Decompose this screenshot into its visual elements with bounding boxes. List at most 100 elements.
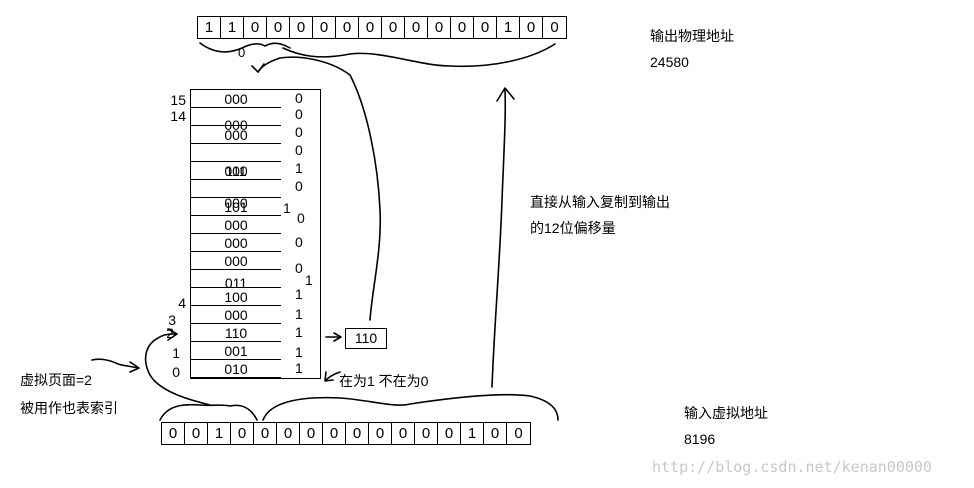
page-table-row — [191, 252, 281, 270]
page-table-row — [191, 360, 281, 378]
page-frame-number: 010 — [224, 361, 248, 377]
present-bit: 0 — [295, 90, 303, 106]
offset-copy-curve — [491, 89, 507, 388]
present-bit: 0 — [297, 210, 305, 226]
present-bit: 1 — [295, 324, 303, 340]
page-table-row — [191, 234, 281, 252]
present-bit: 1 — [295, 344, 303, 360]
present-bit: 0 — [295, 142, 303, 158]
page-table-row — [191, 198, 281, 216]
physical-address-label: 输出物理地址 — [650, 28, 734, 44]
page-label-arrow — [91, 358, 139, 369]
page-index-label: 4 — [178, 295, 186, 311]
phys-bit: 0 — [550, 19, 559, 36]
watermark: http://blog.csdn.net/kenan00000 — [652, 458, 932, 476]
virt-bit: 0 — [415, 423, 438, 444]
phys-bit: 0 — [451, 17, 474, 38]
virtual-address-value: 8196 — [684, 431, 716, 447]
phys-bit: 0 — [313, 17, 336, 38]
phys-bit: 0 — [290, 17, 313, 38]
physical-address-value: 24580 — [650, 54, 689, 70]
page-frame-number: 000 — [224, 217, 248, 233]
present-bit: 0 — [295, 124, 303, 140]
page-frame-number: 101 — [224, 199, 248, 215]
present-bit: 0 — [295, 234, 303, 250]
offset-copy-arrowhead — [496, 87, 515, 102]
page-index-label: 0 — [172, 364, 180, 380]
page-frame-number: 000 — [224, 163, 248, 179]
phys-bit: 0 — [520, 17, 543, 38]
present-bit-note: 在为1 不在为0 — [339, 373, 429, 389]
page-frame-number: 100 — [224, 289, 248, 305]
phys-bit: 1 — [221, 17, 244, 38]
offset-note-line2: 的12位偏移量 — [530, 220, 616, 236]
virt-bit: 0 — [514, 425, 523, 442]
present-bit: 1 — [283, 200, 291, 216]
frame-to-physical-arrowhead — [251, 63, 265, 73]
virt-bit: 0 — [323, 423, 346, 444]
page-frame-number: 011 — [224, 275, 248, 291]
physical-offset-brace — [282, 43, 556, 68]
present-bit: 0 — [295, 106, 303, 122]
present-bit-arrow — [325, 371, 341, 381]
phys-bit: 1 — [497, 17, 520, 38]
page-index-label: 1 — [172, 345, 180, 361]
page-table-row — [191, 144, 281, 162]
present-bit: 1 — [295, 306, 303, 322]
physical-stray-mark: 0 — [238, 45, 246, 60]
present-bit: 0 — [295, 178, 303, 194]
virt-bit: 0 — [162, 423, 185, 444]
virt-bit: 0 — [300, 423, 323, 444]
virt-bit: 0 — [438, 423, 461, 444]
present-bit: 1 — [305, 272, 313, 288]
virt-bit: 0 — [484, 423, 507, 444]
page-index-label: 14 — [170, 108, 186, 124]
page-table-row — [191, 162, 281, 180]
page-frame-number: 000 — [224, 127, 248, 143]
phys-bit: 0 — [405, 17, 428, 38]
phys-bit: 0 — [336, 17, 359, 38]
virtual-page-note-line2: 被用作也表索引 — [20, 400, 118, 416]
page-table-row — [191, 288, 281, 306]
virt-bit: 0 — [346, 423, 369, 444]
page-table-row — [191, 216, 281, 234]
page-table-row — [191, 108, 281, 126]
virt-bit: 0 — [185, 423, 208, 444]
page-frame-number: 110 — [224, 325, 248, 341]
present-bit: 1 — [295, 360, 303, 376]
page-table-row — [191, 270, 281, 288]
frame-to-box-arrowhead — [333, 332, 342, 342]
page-frame-number: 000 — [224, 253, 248, 269]
page-frame-number: 001 — [224, 343, 248, 359]
virt-bit: 0 — [231, 423, 254, 444]
phys-bit: 0 — [474, 17, 497, 38]
phys-bit: 0 — [428, 17, 451, 38]
page-table-row — [191, 90, 281, 108]
page-index-label: 15 — [170, 92, 186, 108]
virtual-page-note-line1: 虚拟页面=2 — [20, 372, 92, 388]
page-frame-number: 000 — [224, 235, 248, 251]
page-table-row — [191, 180, 281, 198]
page-index-label: 3 — [168, 312, 176, 328]
page-table-row — [191, 342, 281, 360]
phys-bit: 0 — [382, 17, 405, 38]
virt-bit: 0 — [392, 423, 415, 444]
offset-note-line1: 直接从输入复制到输出 — [530, 194, 670, 210]
virtual-page-brace — [159, 403, 258, 421]
virt-bit: 1 — [461, 423, 484, 444]
phys-bit: 1 — [198, 17, 221, 38]
phys-bit: 0 — [244, 17, 267, 38]
virt-bit: 1 — [208, 423, 231, 444]
present-bit: 1 — [295, 160, 303, 176]
selected-frame-box: 110 — [345, 328, 387, 349]
page-frame-number: 000 — [224, 307, 248, 323]
virtual-address-label: 输入虚拟地址 — [684, 405, 768, 421]
virt-bit: 0 — [254, 423, 277, 444]
virt-bit: 0 — [369, 423, 392, 444]
phys-bit: 0 — [267, 17, 290, 38]
page-table-row — [191, 324, 281, 342]
page-frame-number: 000 — [224, 117, 248, 133]
